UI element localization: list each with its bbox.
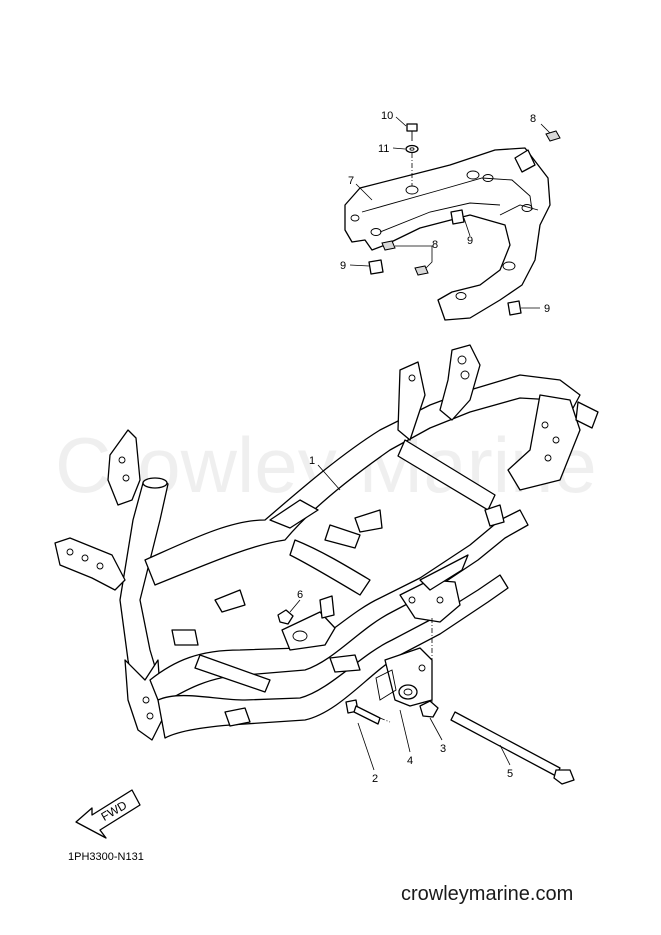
fwd-arrow: FWD [75, 789, 141, 839]
callout-6: 6 [297, 589, 303, 601]
washer-11 [405, 144, 419, 154]
callout-4: 4 [407, 755, 413, 767]
callout-7: 7 [348, 175, 354, 187]
nut-8-mid-a [381, 240, 396, 251]
callout-1: 1 [309, 455, 315, 467]
bolt-5 [450, 711, 575, 785]
pivot-bracket [281, 611, 336, 651]
callout-9-right: 9 [544, 303, 550, 315]
rear-bracket-right [507, 394, 581, 491]
nut-8-top [545, 130, 561, 142]
callout-labels: 10 11 7 8 8 9 9 9 1 6 2 4 3 5 [297, 110, 550, 785]
nut-8-mid-b [414, 265, 429, 276]
reference-code: 1PH3300-N131 [68, 851, 144, 863]
callout-8-top: 8 [530, 113, 536, 125]
callout-9-center: 9 [467, 235, 473, 247]
nut-6 [277, 609, 294, 625]
front-left-bracket [54, 537, 126, 591]
callout-9-left: 9 [340, 260, 346, 272]
website-text[interactable]: crowleymarine.com [401, 883, 573, 905]
callout-11: 11 [378, 143, 389, 155]
fwd-arrow-shape [75, 789, 141, 839]
callout-3: 3 [440, 743, 446, 755]
callout-10: 10 [381, 110, 393, 122]
callout-8-mid: 8 [432, 239, 438, 251]
callout-5: 5 [507, 768, 513, 780]
bolt-10 [406, 123, 418, 141]
clip-9-center [450, 209, 465, 225]
engine-mount-link [345, 618, 575, 785]
rear-bracket-tall [439, 344, 481, 421]
bracket-plate [344, 147, 551, 321]
upper-side-rail [144, 374, 581, 586]
rear-bracket-left [397, 361, 426, 441]
engine-bracket-assembly [344, 116, 561, 321]
callout-2: 2 [372, 773, 378, 785]
main-frame [54, 344, 599, 741]
bolt-2 [345, 699, 381, 725]
nut-3 [419, 700, 439, 718]
clip-9-left [368, 259, 384, 275]
clip-9-right [507, 300, 522, 316]
